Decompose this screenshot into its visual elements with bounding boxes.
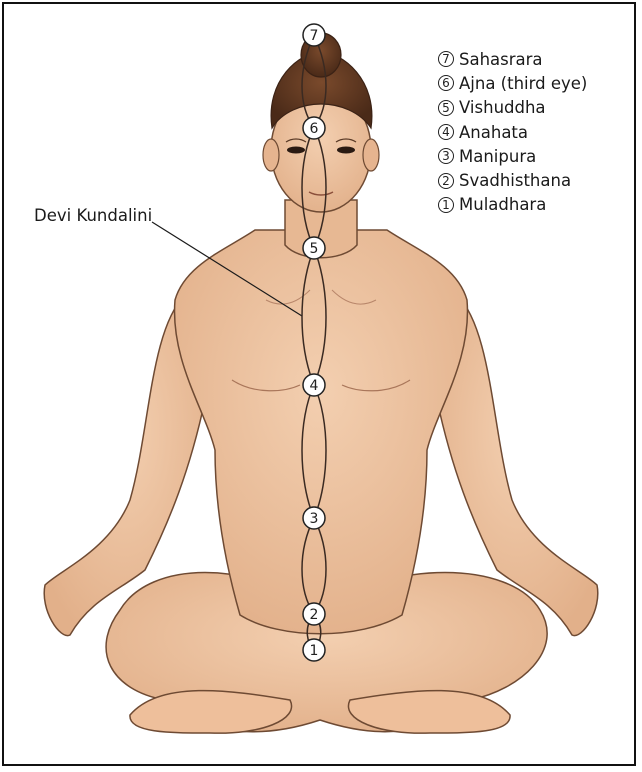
- legend-item-2: 2 Svadhisthana: [438, 168, 638, 192]
- legend-item-7: 7 Sahasrara: [438, 47, 638, 71]
- legend-number: 5: [438, 100, 454, 116]
- legend-label: Svadhisthana: [459, 171, 571, 190]
- legend-item-6: 6 Ajna (third eye): [438, 71, 638, 95]
- svg-text:2: 2: [310, 607, 319, 623]
- legend-item-4: 4 Anahata: [438, 120, 638, 144]
- devi-kundalini-label: Devi Kundalini: [34, 206, 152, 225]
- legend-number: 1: [438, 197, 454, 213]
- right-eye: [337, 147, 355, 154]
- svg-text:3: 3: [310, 511, 319, 527]
- legend-item-3: 3 Manipura: [438, 144, 638, 168]
- left-eye: [287, 147, 305, 154]
- chakra-node-7: 7: [303, 24, 325, 46]
- left-ear: [263, 139, 279, 171]
- chakra-legend: 7 Sahasrara 6 Ajna (third eye) 5 Vishudd…: [438, 47, 638, 217]
- chakra-node-3: 3: [303, 507, 325, 529]
- legend-label: Ajna (third eye): [459, 74, 587, 93]
- svg-text:5: 5: [310, 241, 319, 257]
- chakra-node-5: 5: [303, 237, 325, 259]
- legend-label: Vishuddha: [459, 98, 546, 117]
- svg-text:7: 7: [310, 28, 319, 44]
- svg-text:6: 6: [310, 121, 319, 137]
- svg-text:4: 4: [310, 378, 319, 394]
- legend-item-5: 5 Vishuddha: [438, 96, 638, 120]
- legend-label: Muladhara: [459, 195, 546, 214]
- right-foot: [348, 691, 510, 734]
- right-ear: [363, 139, 379, 171]
- chakra-node-1: 1: [303, 639, 325, 661]
- legend-number: 2: [438, 173, 454, 189]
- chakra-node-6: 6: [303, 117, 325, 139]
- legend-label: Sahasrara: [459, 50, 543, 69]
- chakra-node-2: 2: [303, 603, 325, 625]
- legend-number: 7: [438, 51, 454, 67]
- legend-number: 4: [438, 124, 454, 140]
- legend-number: 6: [438, 75, 454, 91]
- legend-label: Anahata: [459, 123, 528, 142]
- legend-label: Manipura: [459, 147, 536, 166]
- legend-number: 3: [438, 148, 454, 164]
- svg-text:1: 1: [310, 643, 319, 659]
- chakra-node-4: 4: [303, 374, 325, 396]
- legend-item-1: 1 Muladhara: [438, 193, 638, 217]
